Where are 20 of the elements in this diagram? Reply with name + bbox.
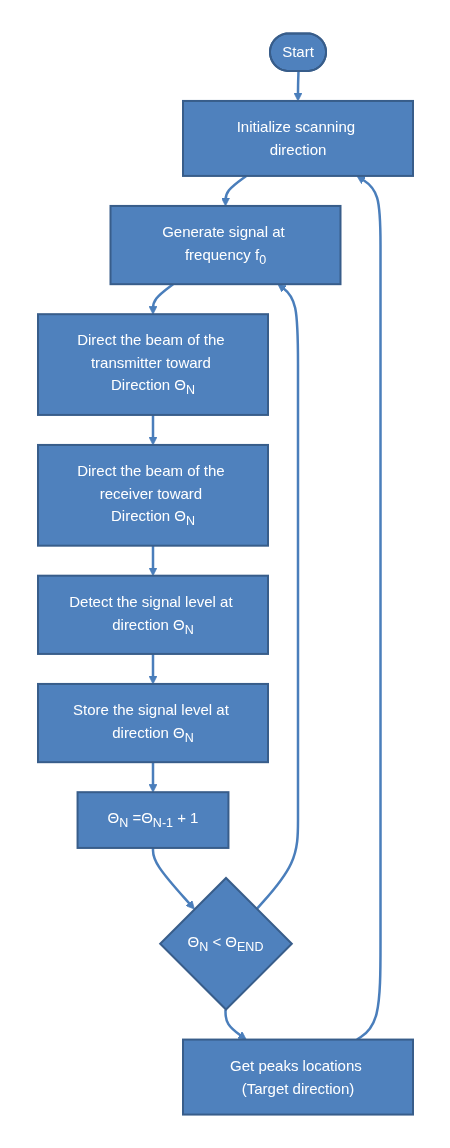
node-box: Direct the beam of the transmitter toward Direction Θ$_{N}$ — [36, 313, 269, 416]
arrow — [293, 71, 302, 102]
node-box: Direct the beam of the receiver toward Direction Θ$_{N}$ — [36, 443, 269, 547]
node-box: Θ$_{N}$ =Θ$_{N-1}$ + 1 — [76, 791, 229, 849]
arrow — [148, 414, 157, 446]
node-diamond: Θ$_{N}$ < Θ$_{END}$ — [158, 876, 293, 1011]
arrow — [220, 174, 247, 207]
arrow — [151, 847, 195, 910]
node-box: Store the signal level at direction Θ$_{N}$ — [36, 682, 269, 764]
node-box: Generate signal at frequency f$_{0}$ — [109, 204, 341, 286]
arrow — [355, 175, 382, 1041]
node-box: Detect the signal level at direction Θ$_{N}$ — [36, 574, 269, 655]
node-box: Initialize scanning direction — [181, 99, 414, 177]
arrow — [255, 283, 299, 910]
arrow — [148, 545, 157, 577]
arrow — [148, 283, 174, 315]
node-box: Get peaks locations (Target direction) — [181, 1038, 414, 1116]
arrow — [148, 762, 157, 793]
arrow — [223, 1009, 247, 1040]
arrow — [148, 653, 157, 685]
